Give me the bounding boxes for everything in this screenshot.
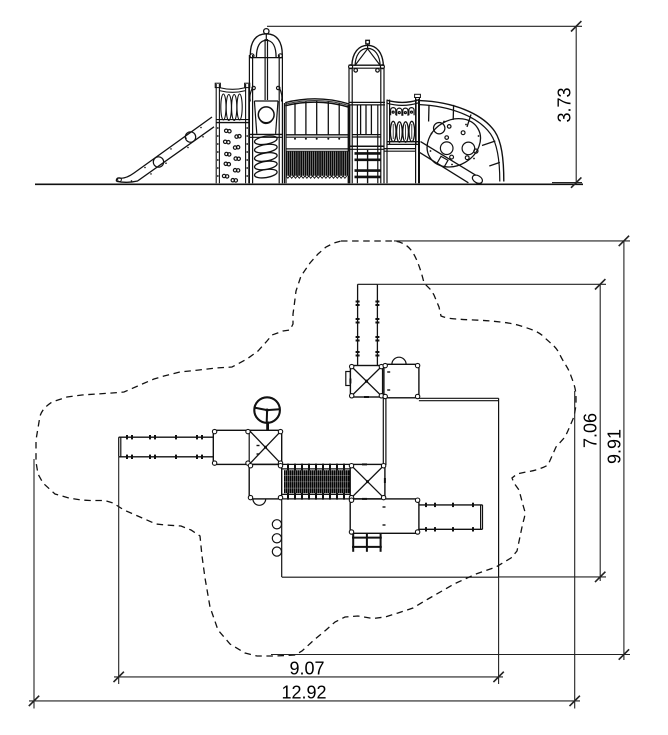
svg-text:7.06: 7.06 bbox=[581, 413, 601, 448]
svg-text:12.92: 12.92 bbox=[281, 682, 326, 702]
svg-text:9.07: 9.07 bbox=[289, 658, 324, 678]
svg-text:3.73: 3.73 bbox=[555, 87, 575, 122]
svg-text:9.91: 9.91 bbox=[604, 429, 624, 464]
